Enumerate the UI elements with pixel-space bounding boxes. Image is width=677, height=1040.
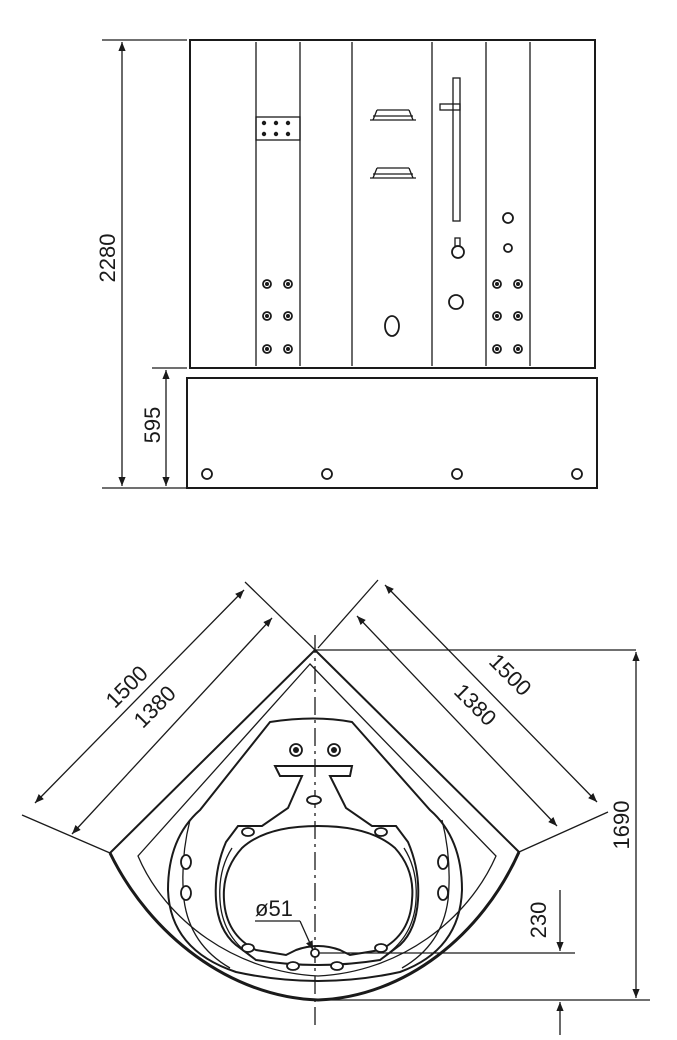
dim-depth: 1690: [318, 652, 650, 1001]
right-body-jets: [492, 212, 523, 354]
inner-basin: [222, 824, 414, 957]
dim-1380-right-label: 1380: [449, 679, 501, 731]
headrest: [214, 765, 420, 966]
plan-view: 1500 1380 1500 1380 1690: [21, 579, 650, 1035]
dim-base-height: 595: [140, 367, 187, 486]
dim-drain-label: ø51: [255, 896, 293, 921]
dim-1500-right-label: 1500: [484, 649, 536, 701]
shower-rail: [439, 77, 465, 310]
shower-head-panel: [255, 116, 301, 141]
cabin-panels: [255, 42, 531, 366]
tub-base: [186, 367, 598, 489]
dim-outer-left: 1500: [21, 581, 316, 854]
armrest-left: [219, 847, 251, 956]
dim-230-label: 230: [526, 902, 551, 939]
dim-drain: ø51: [255, 896, 314, 951]
front-elevation: 2280 595: [95, 39, 598, 489]
control-knob: [384, 315, 400, 337]
dim-offset: 230: [318, 890, 575, 1035]
side-panel-right: [401, 819, 450, 969]
dim-2280-label: 2280: [95, 234, 120, 283]
dim-inner-left: 1380: [71, 617, 273, 835]
shelves: [370, 109, 416, 179]
dim-total-height: 2280: [95, 39, 187, 489]
dim-1690-label: 1690: [609, 801, 634, 850]
armrest-right: [385, 847, 417, 956]
left-body-jets: [262, 279, 293, 354]
dim-595-label: 595: [140, 407, 165, 444]
